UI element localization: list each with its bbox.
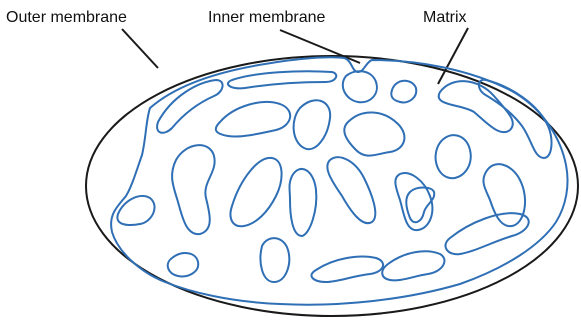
crista bbox=[382, 251, 444, 280]
crista bbox=[311, 257, 383, 283]
crista bbox=[294, 100, 331, 149]
inner-membrane bbox=[111, 57, 567, 304]
crista bbox=[343, 71, 377, 102]
crista bbox=[216, 102, 290, 137]
crista bbox=[436, 135, 471, 178]
matrix-label: Matrix bbox=[423, 9, 467, 26]
outer-membrane-leader bbox=[122, 29, 158, 68]
crista bbox=[327, 157, 375, 223]
cristae-group bbox=[117, 71, 551, 282]
crista bbox=[228, 71, 336, 88]
crista bbox=[172, 145, 215, 234]
outer-membrane-label: Outer membrane bbox=[6, 9, 127, 26]
crista bbox=[406, 188, 434, 223]
crista bbox=[391, 81, 416, 103]
crista bbox=[168, 253, 198, 276]
outer-membrane bbox=[86, 56, 578, 316]
crista bbox=[231, 158, 282, 226]
crista bbox=[445, 213, 528, 254]
crista bbox=[261, 238, 290, 282]
crista bbox=[290, 169, 317, 236]
crista bbox=[157, 80, 222, 133]
crista bbox=[344, 112, 404, 155]
inner-membrane-label: Inner membrane bbox=[208, 9, 325, 26]
